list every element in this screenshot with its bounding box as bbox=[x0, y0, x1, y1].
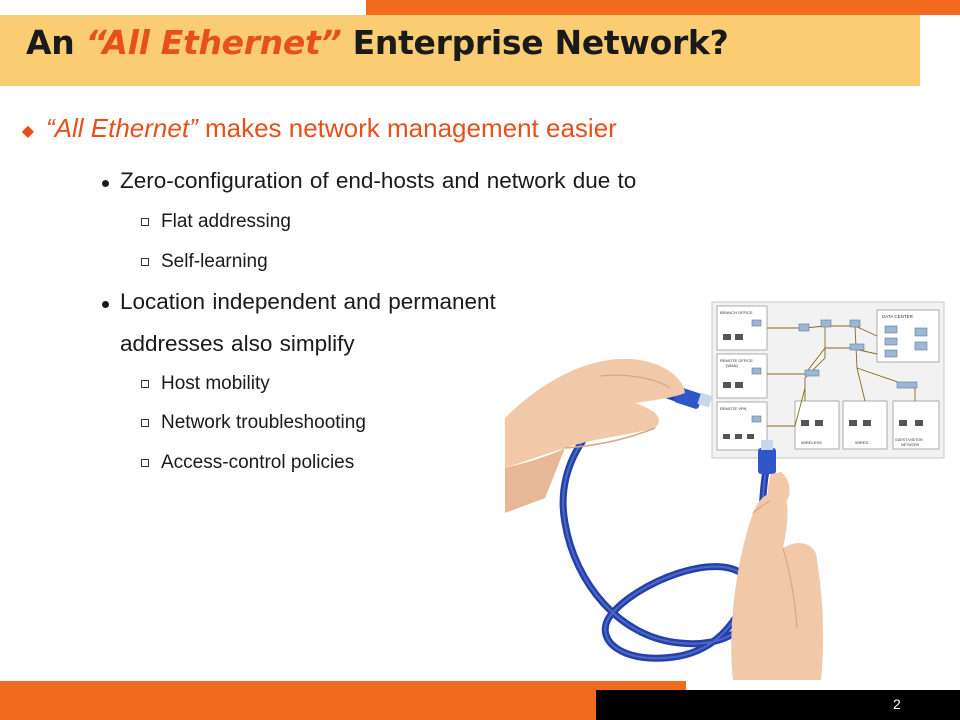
list-item-text: Host mobility bbox=[161, 373, 270, 394]
round-bullet-icon bbox=[102, 301, 109, 308]
footer-black-bar bbox=[596, 690, 960, 720]
list-item-text: Self-learning bbox=[161, 251, 268, 272]
title-bar bbox=[0, 15, 920, 86]
square-bullet-icon bbox=[141, 459, 149, 467]
main-bullet-emphasis: “All Ethernet” bbox=[46, 113, 198, 143]
page-title: An “All Ethernet” Enterprise Network? bbox=[26, 23, 729, 62]
diagram-label-vpn: REMOTE VPN bbox=[720, 406, 747, 411]
square-bullet-icon bbox=[141, 258, 149, 266]
sub-bullet-location: Location independent and permanent bbox=[102, 289, 496, 315]
diagram-label-guest: GUEST/VISITOR bbox=[895, 438, 923, 442]
left-hand bbox=[505, 358, 685, 513]
diamond-bullet-icon: ◆ bbox=[21, 123, 34, 140]
diagram-label-wireless: WIRELESS bbox=[801, 440, 822, 445]
title-highlight: “All Ethernet” bbox=[85, 23, 342, 62]
diagram-label-wired: WIRED bbox=[855, 440, 868, 445]
list-item-text: Access-control policies bbox=[161, 452, 355, 473]
title-prefix: An bbox=[26, 23, 86, 62]
main-bullet: ◆ “All Ethernet” makes network managemen… bbox=[22, 113, 617, 144]
sub-bullet-text-line2: addresses also simplify bbox=[120, 331, 355, 356]
main-bullet-text: makes network management easier bbox=[197, 113, 617, 143]
sub-bullet-location-line2: addresses also simplify bbox=[120, 331, 355, 357]
footer-orange-bar bbox=[0, 681, 686, 720]
square-bullet-icon bbox=[141, 419, 149, 427]
title-suffix: Enterprise Network? bbox=[341, 23, 729, 62]
list-item: Host mobility bbox=[141, 373, 270, 395]
round-bullet-icon bbox=[102, 180, 109, 187]
page-number: 2 bbox=[893, 696, 901, 712]
diagram-label-guest-network: NETWORK bbox=[901, 443, 920, 447]
sub-bullet-text-line1: Location independent and permanent bbox=[120, 289, 496, 314]
list-item: Network troubleshooting bbox=[141, 412, 366, 434]
list-item: Self-learning bbox=[141, 251, 268, 273]
diagram-label-datacenter: DATA CENTER bbox=[882, 314, 914, 319]
diagram-label-branch: BRANCH OFFICE bbox=[720, 310, 753, 315]
square-bullet-icon bbox=[141, 218, 149, 226]
list-item-text: Flat addressing bbox=[161, 211, 291, 232]
diagram-label-wan: (WAN) bbox=[726, 363, 739, 368]
list-item-text: Network troubleshooting bbox=[161, 412, 366, 433]
diagram-label-remote: REMOTE OFFICE bbox=[720, 358, 753, 363]
network-diagram: BRANCH OFFICE REMOTE OFFICE (WAN) REMOTE… bbox=[711, 301, 945, 459]
list-item: Access-control policies bbox=[141, 452, 355, 474]
top-accent-stripe bbox=[366, 0, 960, 15]
sub-bullet-text: Zero-configuration of end-hosts and netw… bbox=[120, 168, 637, 193]
sub-bullet-zero-config: Zero-configuration of end-hosts and netw… bbox=[102, 168, 637, 194]
right-hand bbox=[731, 472, 824, 680]
rj45-connector-bottom bbox=[758, 440, 776, 474]
square-bullet-icon bbox=[141, 380, 149, 388]
list-item: Flat addressing bbox=[141, 211, 291, 233]
hands-ethernet-cable-photo: BRANCH OFFICE REMOTE OFFICE (WAN) REMOTE… bbox=[505, 301, 945, 680]
